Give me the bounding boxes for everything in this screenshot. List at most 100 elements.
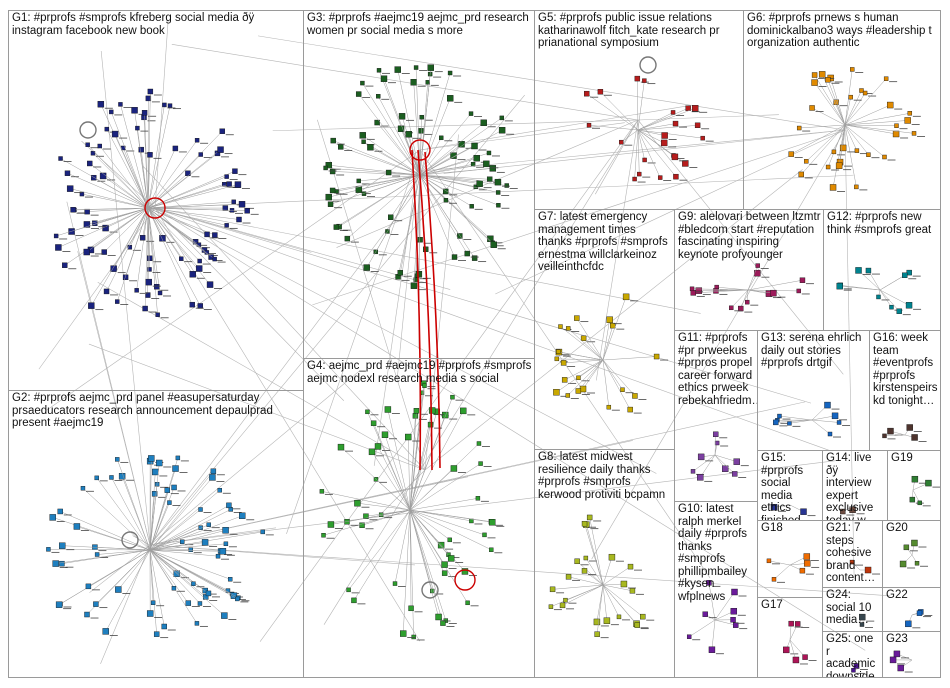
- vertex-node: [127, 245, 133, 250]
- vertex-node: [574, 315, 580, 321]
- vertex-node: [722, 465, 729, 472]
- vertex-node: [88, 302, 95, 309]
- group-edge: [409, 509, 439, 618]
- vertex-node: [195, 265, 203, 272]
- group-edge: [394, 509, 411, 584]
- group-edge: [147, 184, 238, 209]
- group-edge: [584, 570, 604, 586]
- cross-group-edge: [595, 119, 639, 195]
- group-edge: [568, 576, 604, 586]
- group-edge: [333, 140, 421, 176]
- cross-group-edge: [154, 207, 345, 401]
- vertex-node: [894, 123, 899, 128]
- group-edge: [844, 124, 857, 187]
- vertex-node: [145, 292, 151, 298]
- vertex-node: [330, 137, 336, 144]
- group-edge: [409, 385, 425, 511]
- vertex-node: [809, 105, 815, 111]
- cross-group-edge: [89, 544, 151, 593]
- group-edge: [698, 289, 749, 291]
- vertex-node: [329, 187, 336, 194]
- group-edge: [149, 549, 238, 600]
- group-edge: [147, 207, 215, 236]
- vertex-node: [179, 256, 184, 261]
- vertex-node: [565, 326, 571, 331]
- vertex-node: [376, 94, 381, 99]
- vertex-node: [221, 612, 228, 619]
- vertex-node: [450, 465, 458, 472]
- vertex-node: [346, 587, 351, 593]
- vertex-node: [425, 80, 430, 85]
- self-loop: [409, 139, 431, 161]
- group-panel-g17: G17: [757, 597, 823, 678]
- group-edge: [637, 112, 674, 131]
- group-edge: [731, 289, 749, 308]
- group-edge: [362, 135, 421, 176]
- group-edge: [147, 154, 151, 209]
- group-panel-g16: G16: week team #eventprofs #prprofs kirs…: [869, 330, 941, 451]
- self-loop: [639, 56, 657, 74]
- group-edge: [149, 524, 209, 551]
- group-edge: [689, 619, 716, 637]
- vertex-node: [729, 305, 734, 311]
- group-edge: [390, 174, 421, 218]
- vertex-node: [381, 431, 389, 438]
- vertex-node: [827, 431, 833, 437]
- vertex-node: [889, 304, 894, 310]
- vertex-node: [695, 287, 703, 294]
- vertex-node: [451, 254, 458, 260]
- group-edge: [149, 505, 230, 551]
- vertex-node: [205, 590, 212, 597]
- vertex-node: [714, 440, 720, 446]
- group-edge: [419, 174, 498, 183]
- group-edge: [419, 174, 507, 186]
- group-edge: [330, 509, 411, 525]
- vertex-node: [673, 173, 679, 180]
- group-edge: [147, 149, 221, 209]
- group-edge: [366, 174, 421, 268]
- vertex-node: [188, 547, 193, 552]
- group-edge: [87, 144, 149, 209]
- vertex-node: [224, 223, 229, 228]
- vertex-node: [145, 95, 152, 102]
- vertex-node: [138, 146, 144, 153]
- vertex-node: [171, 586, 177, 591]
- self-loop: [454, 569, 476, 591]
- vertex-node: [803, 560, 811, 567]
- vertex-node: [97, 101, 105, 108]
- group-label-g13: G13: serena ehrlich daily out stories #p…: [761, 332, 862, 369]
- vertex-node: [361, 191, 367, 196]
- group-edge: [147, 154, 201, 209]
- vertex-node: [499, 115, 505, 121]
- group-edge: [409, 509, 493, 523]
- vertex-node: [864, 566, 872, 574]
- vertex-node: [632, 176, 637, 182]
- group-edge: [879, 289, 910, 306]
- group-edge: [371, 451, 411, 511]
- cross-group-edge: [149, 370, 360, 546]
- vertex-node: [594, 631, 600, 637]
- cross-group-edge: [132, 535, 151, 546]
- group-edge: [149, 490, 168, 551]
- group-edge: [87, 207, 149, 212]
- group-edge: [149, 462, 160, 551]
- vertex-node: [694, 122, 701, 129]
- group-edge: [387, 409, 411, 511]
- vertex-node: [627, 406, 633, 413]
- group-label-g16: G16: week team #eventprofs #prprofs kirs…: [873, 332, 938, 407]
- vertex-node: [147, 152, 153, 158]
- group-edge: [839, 285, 881, 291]
- vertex-node: [85, 142, 90, 147]
- vertex-node: [583, 555, 589, 561]
- group-edge: [714, 591, 735, 621]
- group-edge: [340, 146, 421, 176]
- cross-group-edge: [154, 207, 451, 290]
- vertex-node: [380, 75, 388, 82]
- vertex-node: [897, 664, 904, 672]
- vertex-node: [91, 174, 97, 181]
- vertex-node: [468, 111, 474, 116]
- vertex-node: [608, 553, 616, 561]
- cross-group-edge: [495, 129, 846, 295]
- group-edge: [104, 207, 149, 253]
- vertex-node: [394, 66, 401, 73]
